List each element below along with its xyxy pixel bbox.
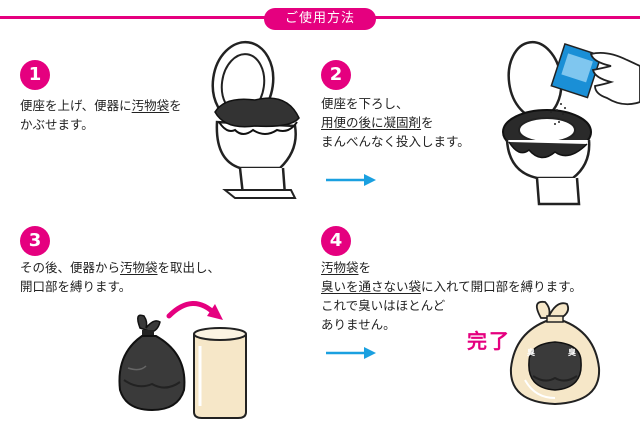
- toilet-with-bag-illustration: [211, 40, 300, 199]
- step-3-text-a: その後、便器から: [20, 260, 121, 275]
- step-4-text-a: を: [358, 260, 372, 275]
- toilet-coagulant-illustration: [502, 40, 640, 206]
- step-4-number: 4: [321, 226, 351, 256]
- complete-label: 完了: [467, 329, 511, 353]
- step-1-text-b: を: [169, 98, 182, 113]
- step-3-text: その後、便器から汚物袋を取出し、 開口部を縛ります。: [20, 258, 220, 296]
- step-3-text-c: 開口部を縛ります。: [20, 279, 132, 294]
- step-2-number: 2: [321, 60, 351, 90]
- arrow-right-icon: [326, 174, 376, 186]
- smell-badge-icon-3: 臭: [521, 343, 541, 363]
- step-1-bag-term: 汚物袋: [131, 98, 170, 113]
- step-1-text-c: かぶせます。: [20, 117, 94, 132]
- tied-bag-illustration: [118, 314, 186, 412]
- sealed-bag-illustration: [509, 300, 601, 406]
- step-3-bag-term: 汚物袋: [120, 260, 158, 275]
- smell-badge-icon: 臭: [104, 316, 128, 340]
- step-4-text-b: に入れて開口部を縛ります。: [421, 279, 582, 294]
- arrow-right-icon-2: [326, 347, 376, 359]
- step-4-text: 汚物袋を 臭いを通さない袋に入れて開口部を縛ります。 これで臭いはほとんど あり…: [321, 258, 582, 334]
- outer-bag-illustration: [193, 327, 247, 419]
- step-2-agent-term: 用便の後に凝固剤: [321, 115, 422, 130]
- smell-badge-icon-4: 臭: [562, 343, 582, 363]
- curved-arrow-icon: [166, 301, 223, 320]
- step-4-text-c: これで臭いはほとんど: [321, 298, 446, 313]
- page-title: ご使用方法: [264, 8, 376, 30]
- step-2-text-b: を: [421, 115, 434, 130]
- step-1-text-a: 便座を上げ、便器に: [20, 98, 132, 113]
- step-4-text-d: ありません。: [321, 317, 396, 332]
- step-2-text-c: まんべんなく投入します。: [321, 134, 470, 149]
- smell-badge-icon-2: 臭: [94, 355, 118, 379]
- step-3-number: 3: [20, 226, 50, 256]
- step-1-number: 1: [20, 60, 50, 90]
- step-4-bag-term: 汚物袋: [321, 260, 359, 275]
- step-2-text: 便座を下ろし、 用便の後に凝固剤を まんべんなく投入します。: [321, 94, 470, 151]
- step-3-text-b: を取出し、: [157, 260, 221, 275]
- step-1-text: 便座を上げ、便器に汚物袋を かぶせます。: [20, 96, 182, 134]
- step-2-text-a: 便座を下ろし、: [321, 96, 409, 111]
- step-4-odorproof-term: 臭いを通さない袋: [321, 279, 422, 294]
